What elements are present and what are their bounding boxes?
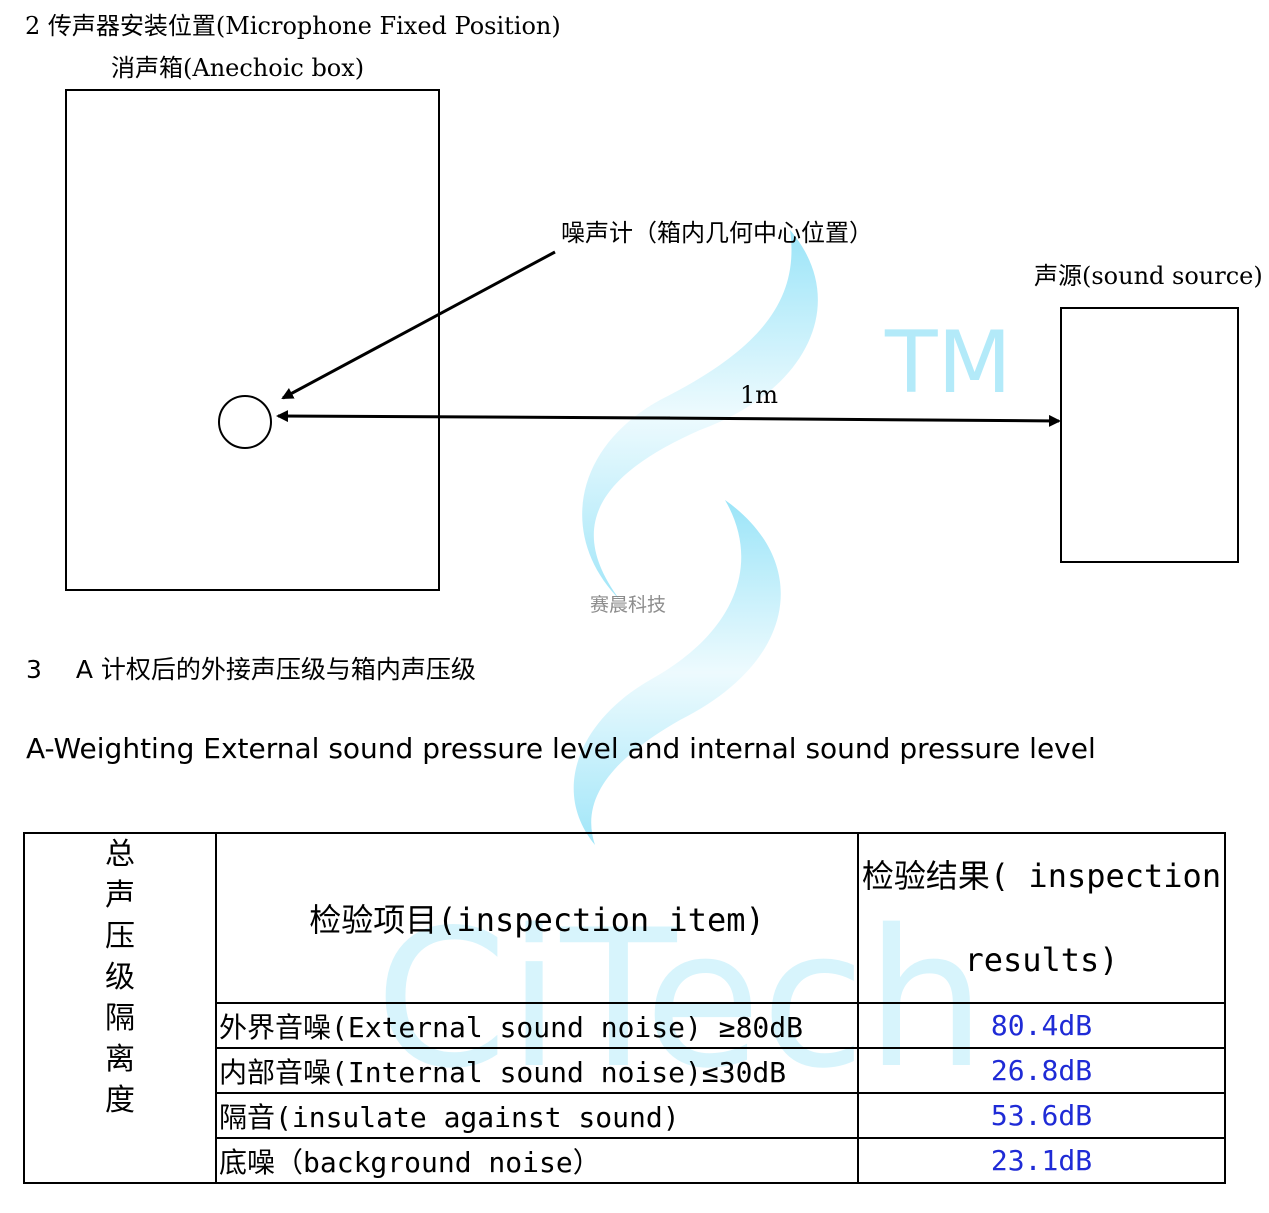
section2-heading: 2 传声器安装位置(Microphone Fixed Position) xyxy=(25,6,561,41)
side-label-cell: 总 声 压 级 隔 离 度 xyxy=(23,832,217,1184)
header-inspection-results: 检验结果( inspection results) xyxy=(857,832,1226,1004)
table-row: 隔音(insulate against sound) 53.6dB xyxy=(24,1092,1226,1139)
sound-source-label: 声源(sound source) xyxy=(1034,262,1263,290)
row-value: 80.4dB xyxy=(857,1002,1226,1049)
section3-title-cn: A 计权后的外接声压级与箱内声压级 xyxy=(75,655,476,684)
anechoic-box xyxy=(65,89,440,591)
distance-arrow-left xyxy=(276,410,671,423)
section2-title: 传声器安装位置(Microphone Fixed Position) xyxy=(47,12,561,40)
table-row: 内部音噪(Internal sound noise)≤30dB 26.8dB xyxy=(24,1047,1226,1094)
section3-title-en: A-Weighting External sound pressure leve… xyxy=(26,732,1096,765)
row-item: 外界音噪(External sound noise) ≥80dB xyxy=(215,1002,859,1049)
microphone-position-diagram xyxy=(65,89,1239,591)
sound-source-box xyxy=(1060,307,1239,563)
section3-number: 3 xyxy=(26,655,42,684)
section2-number: 2 xyxy=(25,12,41,40)
header-inspection-item: 检验项目(inspection item) xyxy=(215,832,859,1004)
header-results-line2: results) xyxy=(964,941,1119,979)
row-value: 53.6dB xyxy=(857,1092,1226,1139)
section3-heading: 3 A 计权后的外接声压级与箱内声压级 xyxy=(26,650,476,686)
side-char: 总 xyxy=(105,837,135,872)
side-char: 压 xyxy=(105,919,135,954)
side-char: 离 xyxy=(105,1042,135,1077)
side-char: 度 xyxy=(105,1083,135,1118)
row-item: 隔音(insulate against sound) xyxy=(215,1092,859,1139)
noise-meter-circle xyxy=(218,395,272,449)
results-table: 总 声 压 级 隔 离 度 检验项目(inspection item) 检验结果… xyxy=(23,832,1226,1184)
table-row: 底噪（background noise） 23.1dB xyxy=(24,1137,1226,1184)
side-char: 隔 xyxy=(105,1001,135,1036)
distance-arrow-right xyxy=(659,414,1061,427)
row-item: 内部音噪(Internal sound noise)≤30dB xyxy=(215,1047,859,1094)
pointer-arrow xyxy=(281,250,556,400)
row-item: 底噪（background noise） xyxy=(215,1137,859,1184)
side-char: 声 xyxy=(105,878,135,913)
row-value: 26.8dB xyxy=(857,1047,1226,1094)
table-row: 外界音噪(External sound noise) ≥80dB 80.4dB xyxy=(24,1002,1226,1049)
header-results-line1: 检验结果( inspection xyxy=(861,857,1222,895)
anechoic-box-label: 消声箱(Anechoic box) xyxy=(111,54,365,82)
row-value: 23.1dB xyxy=(857,1137,1226,1184)
side-char: 级 xyxy=(105,960,135,995)
